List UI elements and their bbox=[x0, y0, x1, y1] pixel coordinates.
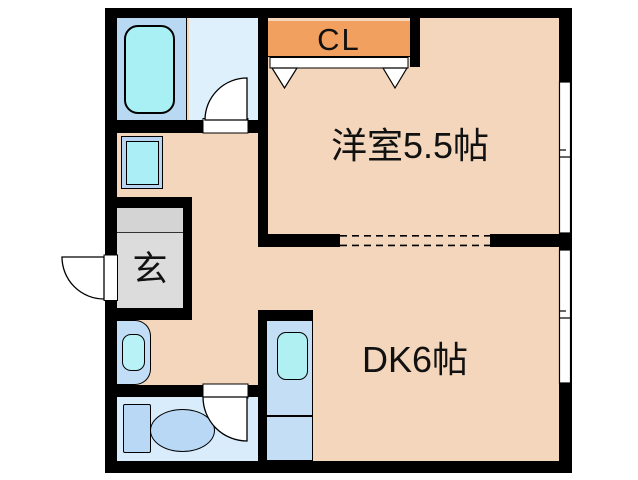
kitchen-sink bbox=[277, 332, 308, 380]
wall-closet-right-stub bbox=[410, 18, 420, 67]
bathroom-door-gap bbox=[202, 118, 249, 134]
dining-kitchen-label: DK6帖 bbox=[361, 339, 469, 380]
closet-door-arrow-icon bbox=[381, 67, 409, 90]
washing-machine-pan-inner bbox=[125, 140, 159, 185]
wall-hall-closet-vertical bbox=[258, 18, 268, 245]
bathroom-door-swing bbox=[204, 77, 248, 121]
entrance-step bbox=[117, 208, 183, 233]
bathtub bbox=[124, 25, 175, 114]
closet-label: CL bbox=[317, 22, 361, 57]
wall-kitchen-left bbox=[258, 310, 267, 461]
kitchen-unit-divider bbox=[267, 415, 313, 417]
closet-door-arrow-icon bbox=[270, 67, 299, 90]
toilet-door-swing bbox=[202, 396, 248, 442]
wall-entrance-top bbox=[105, 197, 192, 208]
closet-door-track bbox=[269, 57, 409, 69]
dk-window bbox=[558, 249, 572, 384]
wall-partition-right bbox=[490, 234, 559, 247]
wall-entrance-right bbox=[183, 197, 192, 317]
toilet-tank bbox=[123, 404, 151, 453]
wall-entrance-bottom bbox=[105, 308, 192, 320]
washbasin-bowl bbox=[122, 334, 145, 371]
entrance-door-gap bbox=[103, 254, 118, 301]
closet-area bbox=[268, 21, 410, 57]
western-room-label: 洋室5.5帖 bbox=[330, 125, 490, 166]
western-room-window bbox=[558, 81, 572, 234]
washing-machine-pan bbox=[121, 136, 163, 189]
entrance-door-swing bbox=[61, 256, 105, 300]
toilet-door-gap bbox=[202, 383, 249, 399]
dashed-partition bbox=[340, 235, 490, 247]
wall-partition-left bbox=[258, 234, 340, 247]
entrance-label: 玄 bbox=[132, 250, 168, 289]
toilet-bowl bbox=[150, 409, 215, 452]
wall-kitchen-top-stub bbox=[258, 310, 313, 320]
